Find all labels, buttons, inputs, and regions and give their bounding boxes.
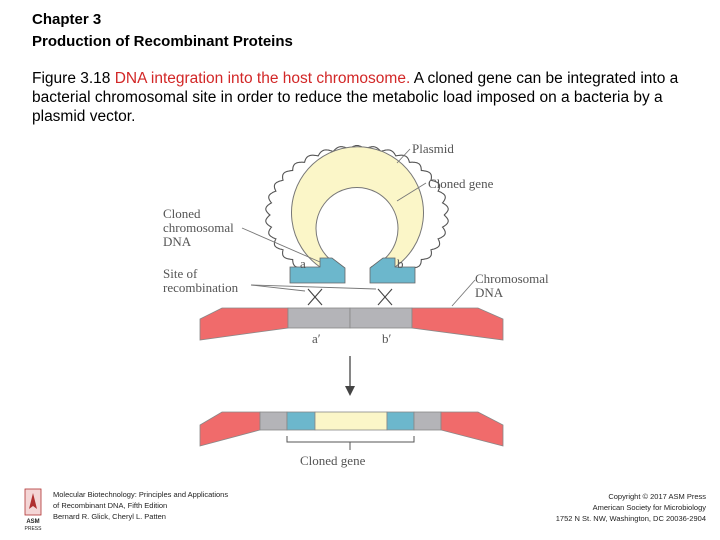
footer-left-line: of Recombinant DNA, Fifth Edition	[53, 501, 168, 510]
footer-right-line: Copyright © 2017 ASM Press	[608, 492, 706, 501]
site-b-prime-block	[349, 307, 413, 329]
process-arrow-head	[345, 386, 355, 396]
footer-right-line: American Society for Microbiology	[592, 503, 706, 512]
figure-description: A cloned gene can be integrated into a b…	[32, 70, 679, 125]
cloned-gene-brace	[286, 436, 415, 450]
footer-right-line: 1752 N St. NW, Washington, DC 20036-2904	[555, 514, 706, 523]
footer-copyright: Copyright © 2017 ASM Press American Soci…	[556, 491, 706, 524]
figure-caption: Figure 3.18 DNA integration into the hos…	[32, 69, 702, 126]
label-cloned-gene-top: Cloned gene	[428, 176, 494, 191]
chapter-number: Chapter 3	[32, 11, 102, 28]
site-a-prime-block	[287, 307, 351, 329]
footer-left-line: Molecular Biotechnology: Principles and …	[53, 490, 229, 499]
footer-left-line: Bernard R. Glick, Cheryl L. Patten	[53, 512, 166, 521]
chapter-header: Chapter 3 Production of Recombinant Prot…	[32, 9, 293, 53]
crossover-right	[377, 288, 393, 306]
label-site-of-recombination-1: Site of	[163, 266, 198, 281]
label-plasmid: Plasmid	[412, 141, 454, 156]
integrated-cloned-dna-right	[386, 411, 415, 431]
chromosome-right-arm	[411, 307, 504, 341]
label-site-a: a	[300, 256, 306, 271]
label-cloned-chromosomal-dna-1: Cloned	[163, 206, 201, 221]
label-chromosomal-dna-1: Chromosomal	[475, 271, 549, 286]
label-cloned-gene-bottom: Cloned gene	[300, 453, 366, 468]
label-cloned-chromosomal-dna-3: DNA	[163, 234, 192, 249]
label-cloned-chromosomal-dna-2: chromosomal	[163, 220, 234, 235]
label-chromosomal-dna-2: DNA	[475, 285, 504, 300]
chapter-title: Production of Recombinant Proteins	[32, 33, 293, 50]
label-site-b: b	[397, 256, 404, 271]
integrated-site-left	[259, 411, 288, 431]
integrated-cloned-gene	[314, 411, 388, 431]
integrated-site-right	[413, 411, 442, 431]
integrated-left-arm	[199, 411, 261, 447]
label-site-a-prime: a′	[312, 331, 321, 346]
cloned-gene-arc	[291, 146, 424, 268]
label-site-b-prime: b′	[382, 331, 392, 346]
integrated-cloned-dna-left	[286, 411, 316, 431]
figure-number: Figure 3.18	[32, 70, 111, 87]
chromosome-left-arm	[199, 307, 289, 341]
figure-title: DNA integration into the host chromosome…	[114, 70, 411, 87]
label-site-of-recombination-2: recombination	[163, 280, 239, 295]
leader-lines	[241, 148, 476, 307]
cloned-dna-right	[369, 257, 416, 284]
cloned-dna-left	[289, 257, 346, 284]
svg-text:PRESS: PRESS	[25, 526, 43, 532]
asm-press-logo: ASM PRESS	[25, 488, 43, 532]
svg-text:ASM: ASM	[26, 519, 39, 525]
plasmid-wavy-outline	[265, 144, 449, 275]
footer-book-info: Molecular Biotechnology: Principles and …	[53, 489, 228, 522]
integrated-right-arm	[440, 411, 504, 447]
crossover-left	[307, 288, 323, 306]
